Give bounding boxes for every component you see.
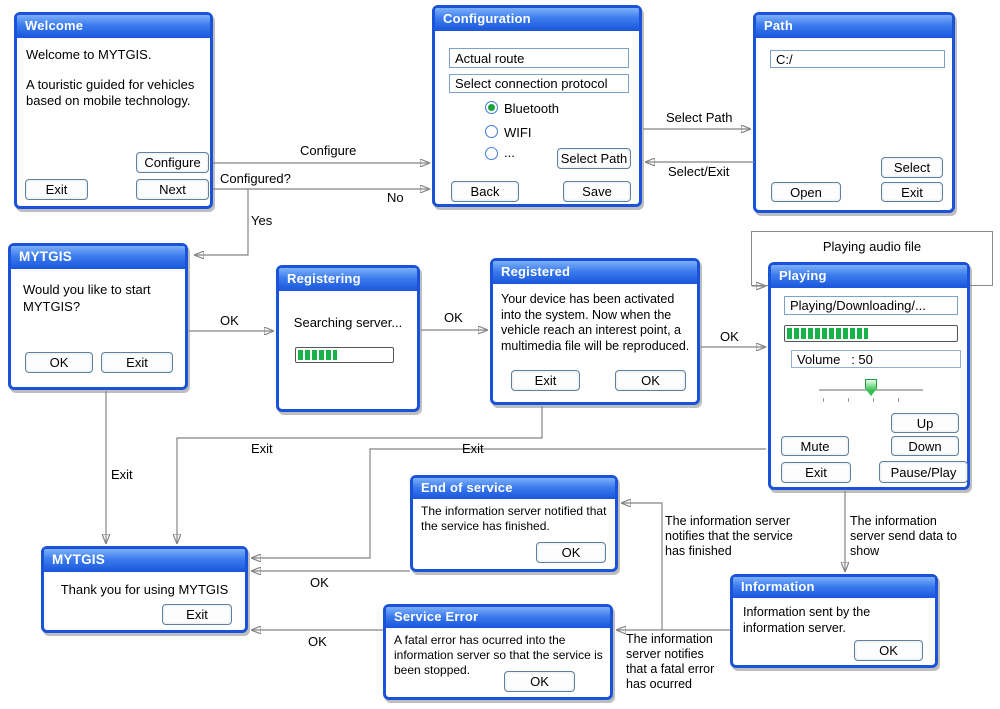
edge-label-select-exit: Select/Exit (668, 164, 730, 179)
registering-body: Searching server... (293, 315, 403, 330)
information-titlebar: Information (733, 577, 935, 598)
registered-ok-button[interactable]: OK (615, 370, 686, 391)
edge-label-no: No (387, 190, 404, 205)
information-ok-button[interactable]: OK (854, 640, 923, 661)
edge-label-yes: Yes (251, 213, 273, 228)
volume-slider-ticks (823, 398, 923, 402)
service-error-body: A fatal error has ocurred into the infor… (394, 633, 603, 677)
edge-label-exit-start: Exit (111, 467, 133, 482)
path-open-button[interactable]: Open (771, 182, 841, 202)
registering-progress-fill (298, 350, 338, 360)
service-error-titlebar: Service Error (386, 607, 610, 628)
welcome-body-line2: A touristic guided for vehicles based on… (26, 77, 195, 108)
registered-window: Registered Your device has been activate… (490, 258, 700, 405)
mytgis-end-body: Thank you for using MYTGIS (60, 582, 229, 597)
registered-body: Your device has been activated into the … (501, 292, 690, 353)
edge-label-exit-registered: Exit (251, 441, 273, 456)
edge-label-ok-registering: OK (444, 310, 463, 325)
mytgis-end-window: MYTGIS Thank you for using MYTGIS Exit (41, 546, 248, 633)
radio-bluetooth-label: Bluetooth (504, 101, 559, 116)
playing-status-field[interactable]: Playing/Downloading/... (784, 296, 958, 315)
mytgis-start-body: Would you like to start MYTGIS? (23, 282, 151, 314)
playing-exit-button[interactable]: Exit (781, 462, 851, 483)
note-send-data: The information server send data to show (850, 514, 958, 558)
path-exit-button[interactable]: Exit (881, 182, 943, 202)
note-fatal-error: The information server notifies that a f… (626, 632, 715, 691)
configuration-window: Configuration Actual route Select connec… (432, 5, 642, 207)
service-error-window: Service Error A fatal error has ocurred … (383, 604, 613, 700)
mytgis-end-exit-button[interactable]: Exit (162, 604, 232, 625)
mute-button[interactable]: Mute (781, 436, 849, 456)
end-of-service-ok-button[interactable]: OK (536, 542, 606, 563)
registering-progress-bar (295, 347, 394, 363)
edge-label-ok-start: OK (220, 313, 239, 328)
path-window: Path C:/ Select Open Exit (753, 12, 955, 213)
information-body: Information sent by the information serv… (743, 605, 871, 635)
registered-exit-button[interactable]: Exit (511, 370, 580, 391)
path-field[interactable]: C:/ (770, 50, 945, 68)
volume-slider-thumb[interactable] (865, 379, 877, 396)
radio-other-label: ... (504, 145, 515, 160)
mytgis-end-titlebar: MYTGIS (44, 549, 245, 572)
mytgis-start-titlebar: MYTGIS (11, 246, 185, 269)
next-button[interactable]: Next (136, 179, 209, 200)
playing-audio-file-label: Playing audio file (822, 239, 922, 254)
welcome-exit-button[interactable]: Exit (25, 179, 88, 200)
path-titlebar: Path (756, 15, 952, 38)
radio-other[interactable] (485, 147, 498, 160)
edge-label-exit-playing: Exit (462, 441, 484, 456)
radio-bluetooth[interactable] (485, 101, 498, 114)
mytgis-start-exit-button[interactable]: Exit (101, 352, 173, 373)
edge-label-select-path: Select Path (666, 110, 733, 125)
path-select-button[interactable]: Select (881, 157, 943, 178)
welcome-titlebar: Welcome (17, 15, 210, 38)
connection-protocol-field[interactable]: Select connection protocol (449, 74, 629, 93)
welcome-body-line1: Welcome to MYTGIS. (26, 47, 152, 62)
end-of-service-window: End of service The information server no… (410, 475, 618, 572)
back-button[interactable]: Back (451, 181, 519, 202)
configure-button[interactable]: Configure (136, 152, 209, 173)
edge-label-ok-end-of-service: OK (310, 575, 329, 590)
registering-window: Registering Searching server... (276, 265, 420, 412)
save-button[interactable]: Save (563, 181, 631, 202)
service-error-ok-button[interactable]: OK (504, 671, 575, 692)
radio-wifi-label: WIFI (504, 125, 532, 140)
configuration-titlebar: Configuration (435, 8, 639, 31)
playing-progress-bar (784, 325, 958, 342)
volume-field[interactable]: Volume : 50 (791, 350, 961, 368)
information-window: Information Information sent by the info… (730, 574, 938, 668)
playing-titlebar: Playing (771, 265, 967, 288)
registered-titlebar: Registered (493, 261, 697, 284)
playing-progress-fill (787, 328, 868, 339)
radio-wifi[interactable] (485, 125, 498, 138)
end-of-service-body: The information server notified that the… (421, 504, 607, 533)
registering-titlebar: Registering (279, 268, 417, 291)
note-service-finished: The information server notifies that the… (665, 514, 793, 558)
end-of-service-titlebar: End of service (413, 478, 615, 499)
edge-label-configure: Configure (300, 143, 357, 158)
playing-window: Playing Playing/Downloading/... Volume :… (768, 262, 970, 490)
actual-route-field[interactable]: Actual route (449, 48, 629, 68)
edge-label-configured: Configured? (220, 171, 291, 186)
mytgis-start-ok-button[interactable]: OK (25, 352, 93, 373)
edge-label-ok-registered: OK (720, 329, 739, 344)
mytgis-start-window: MYTGIS Would you like to start MYTGIS? O… (8, 243, 188, 390)
welcome-window: Welcome Welcome to MYTGIS. A touristic g… (14, 12, 213, 209)
edge-label-ok-service-error: OK (308, 634, 327, 649)
select-path-button[interactable]: Select Path (557, 148, 631, 169)
volume-up-button[interactable]: Up (891, 413, 959, 433)
pause-play-button[interactable]: Pause/Play (879, 461, 968, 483)
volume-down-button[interactable]: Down (891, 436, 959, 456)
